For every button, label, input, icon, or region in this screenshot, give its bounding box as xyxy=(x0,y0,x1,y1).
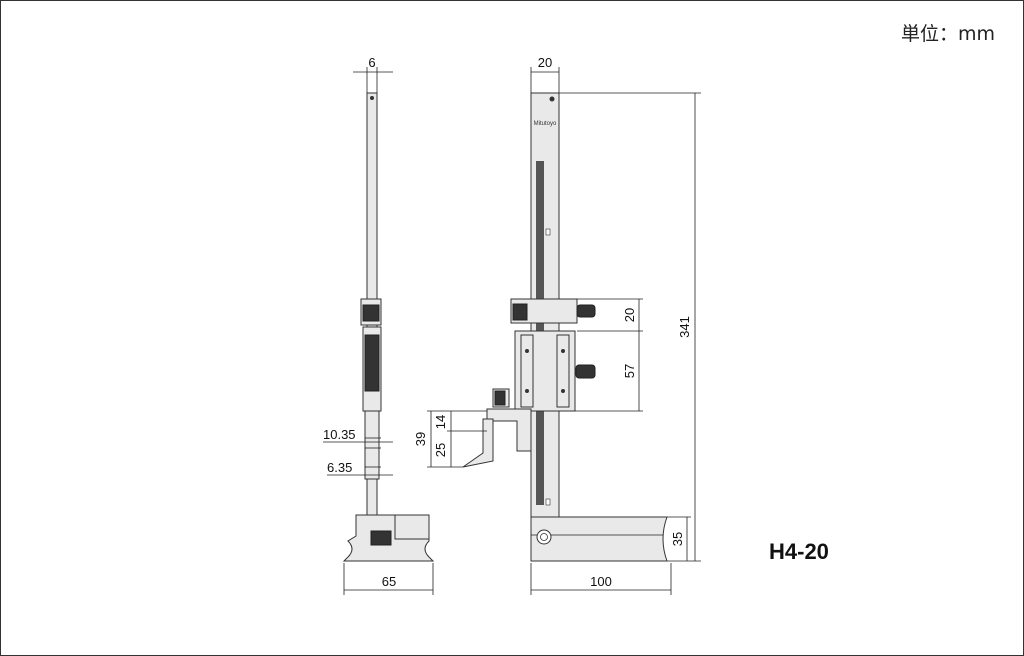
front-slider-right xyxy=(556,334,570,408)
dim-front-width: 20 xyxy=(538,55,552,70)
front-fine-knob-right xyxy=(576,304,596,318)
side-view: 6 10.35 6.35 65 xyxy=(323,55,435,595)
dim-14: 14 xyxy=(433,415,448,429)
dim-side-base: 65 xyxy=(382,574,396,589)
dim-side-10-35: 10.35 xyxy=(323,427,356,442)
dim-side-6-35: 6.35 xyxy=(327,460,352,475)
side-beam-pin xyxy=(370,96,374,100)
front-beam-pin xyxy=(549,96,555,102)
dim-base-height: 35 xyxy=(670,532,685,546)
dim-total-height: 341 xyxy=(677,316,692,338)
front-base xyxy=(530,516,668,562)
front-view: Mitutoyo xyxy=(413,55,701,595)
front-scale-mark xyxy=(545,498,551,506)
side-base-clamp xyxy=(370,530,392,546)
front-lock-knob xyxy=(575,364,596,379)
model-number: H4-20 xyxy=(769,539,829,564)
unit-label: 単位：mm xyxy=(900,23,995,45)
dim-39: 39 xyxy=(413,432,428,446)
dim-slider-height: 57 xyxy=(622,364,637,378)
side-fine-knob xyxy=(362,304,380,322)
scriber-clamp-knob xyxy=(494,390,506,406)
side-base-block xyxy=(394,514,430,540)
side-scriber-holder xyxy=(364,410,380,480)
scriber xyxy=(462,418,494,468)
brand-logo: Mitutoyo xyxy=(534,121,557,127)
dim-base-width: 100 xyxy=(590,574,612,589)
base-screw xyxy=(536,529,552,545)
dim-25: 25 xyxy=(433,443,448,457)
dim-side-width: 6 xyxy=(368,55,375,70)
front-fine-knob-left xyxy=(512,303,528,321)
front-scale-mark xyxy=(545,228,551,236)
dim-fine-adjust-height: 20 xyxy=(622,308,637,322)
side-knurl xyxy=(364,334,380,392)
scriber-holder xyxy=(486,408,532,452)
front-slider-left xyxy=(520,334,534,408)
